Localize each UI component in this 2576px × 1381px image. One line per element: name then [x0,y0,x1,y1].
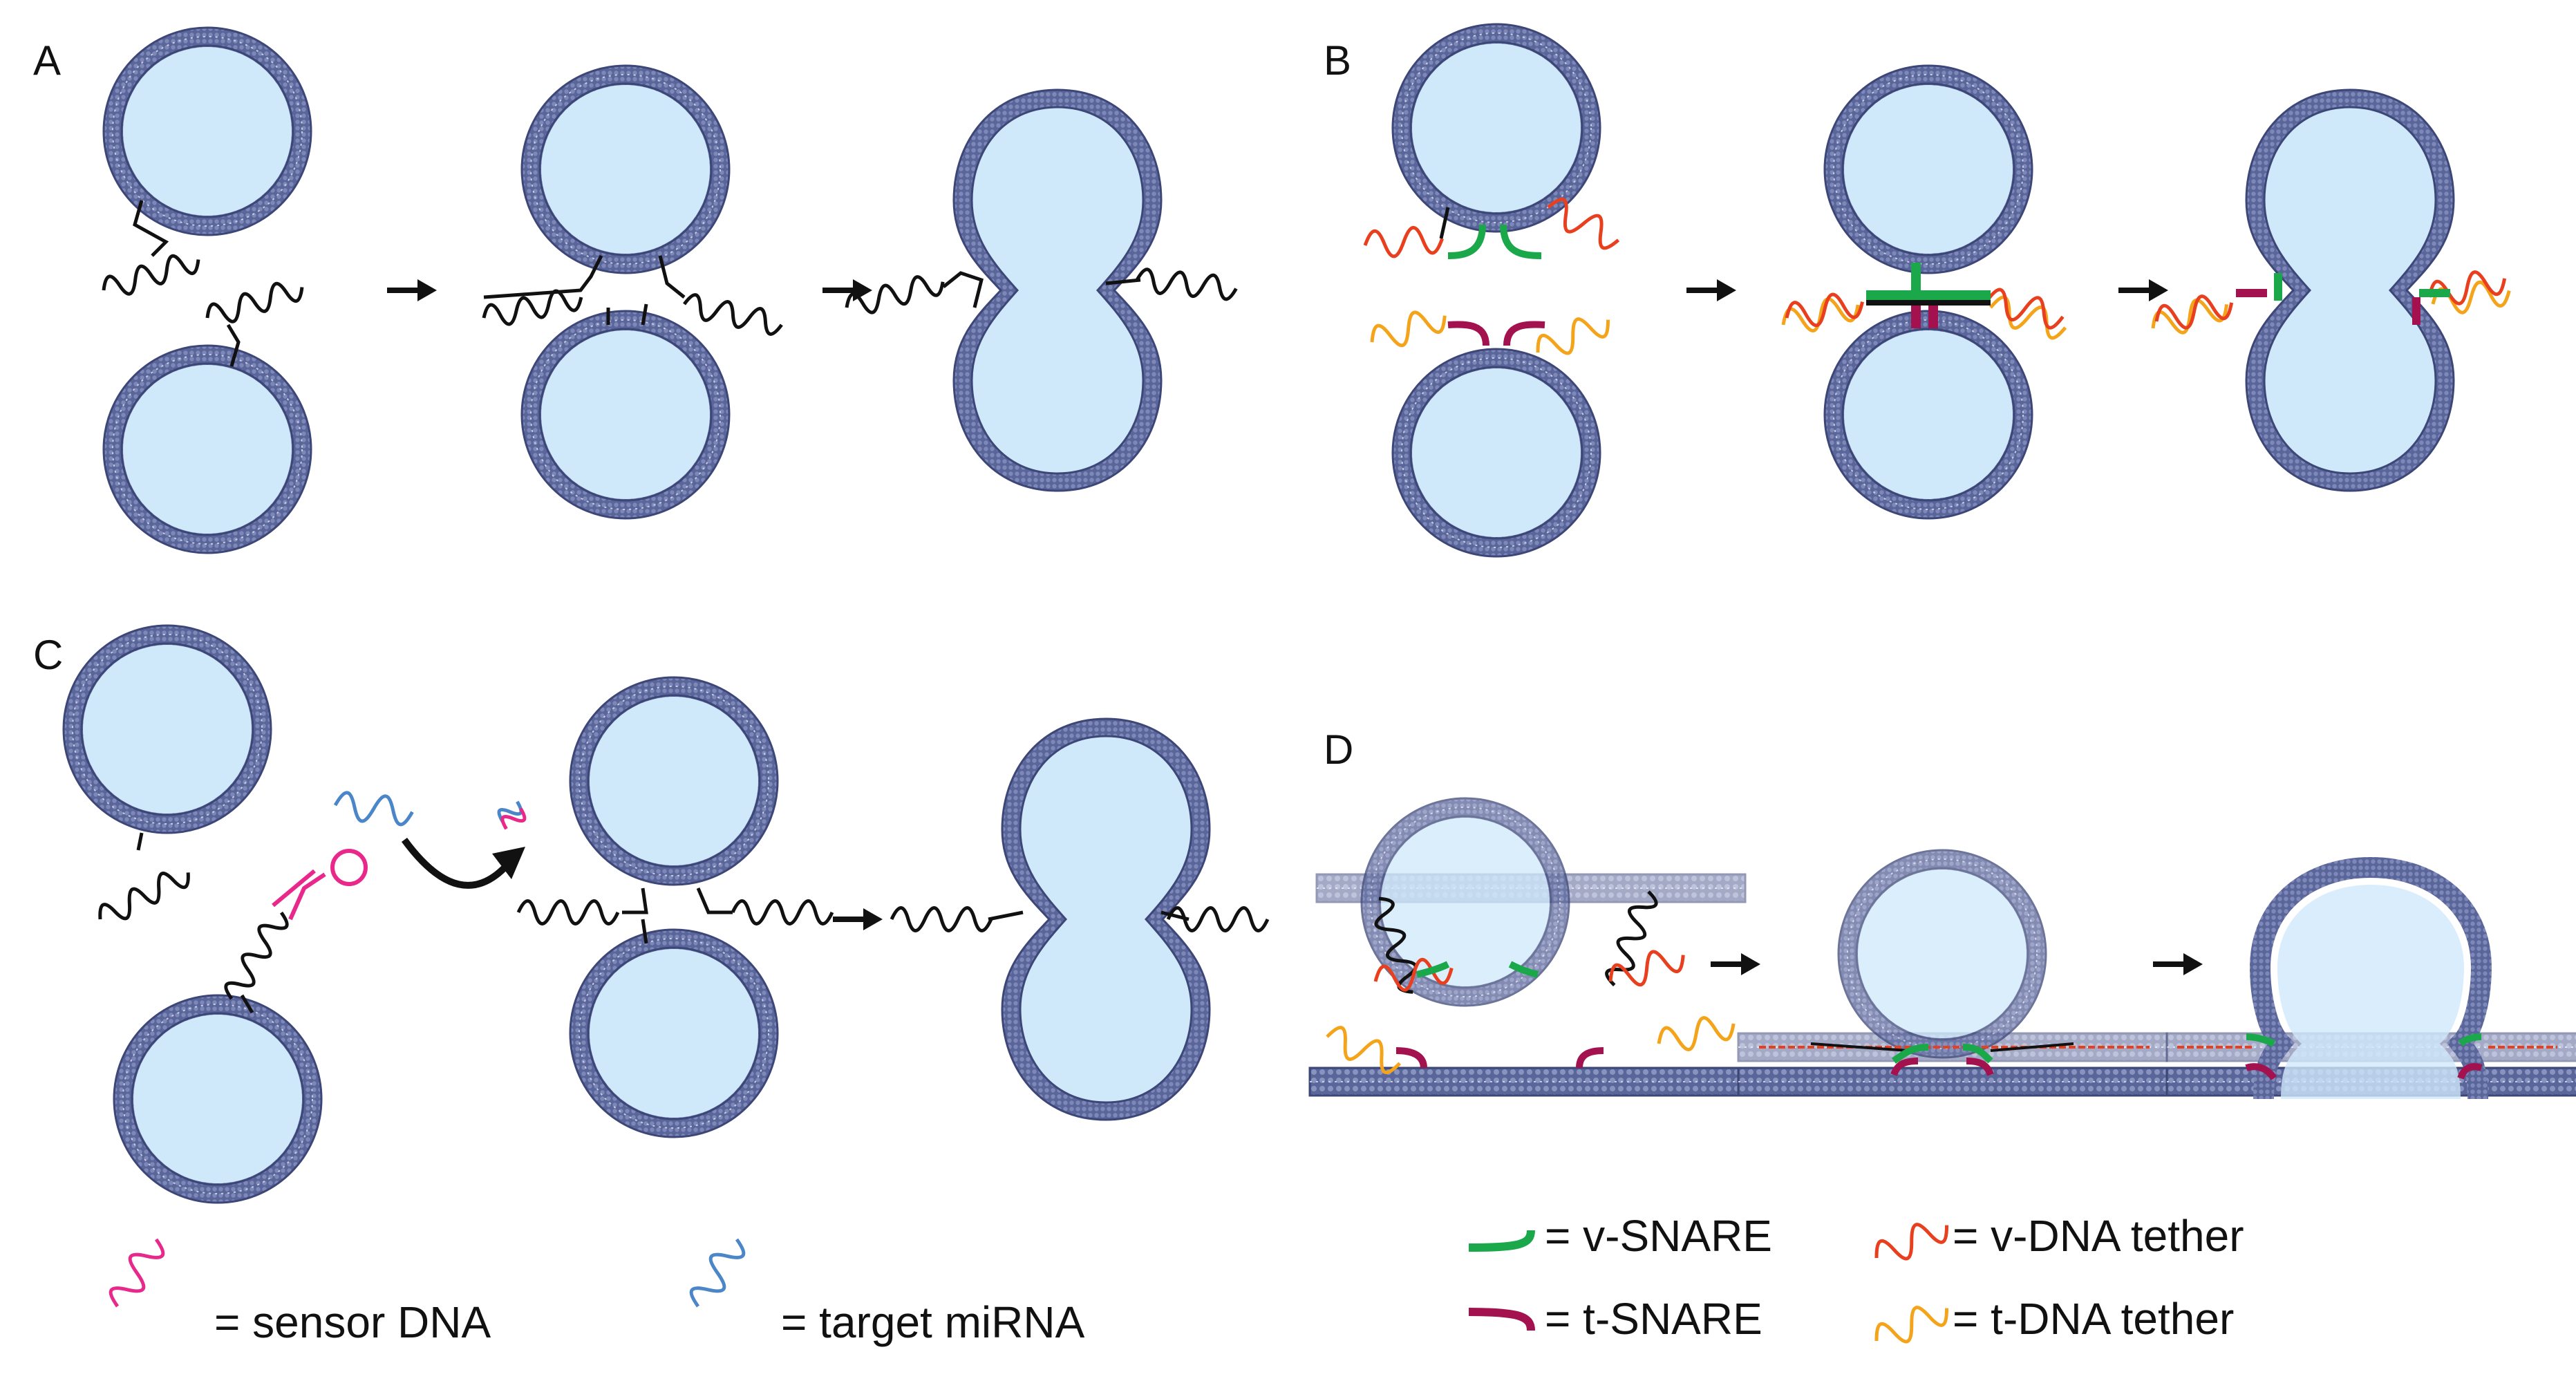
panel-a-label: A [33,37,61,84]
tether-complex-b [1780,263,2069,341]
vesicle-c1 [62,624,272,834]
vesicle-c4 [569,928,779,1138]
panel-c: C [33,624,1268,1347]
arrow-d2 [2153,953,2203,975]
panel-b: B [1324,23,2512,558]
vesicle-b2 [1391,348,1601,558]
vesicle-a2 [102,344,312,554]
vesicle-b4 [1823,310,2033,520]
arrow-d1 [1711,953,1760,975]
legend-sensor-dna: = sensor DNA [106,1232,491,1347]
fused-vesicle-a [952,88,1163,492]
arrow-a1 [387,279,437,301]
legend-v-snare: = v-SNARE [1468,1211,1772,1261]
t-snare-b1 [1447,321,1545,346]
vesicle-a3 [520,64,731,274]
dna-tether-a1 [100,200,202,301]
tethers-d3 [2177,1033,2557,1081]
legend-v-snare-label: = v-SNARE [1545,1211,1772,1261]
sensor-hairpin-c [222,849,368,1014]
legend-sensor-dna-label: = sensor DNA [214,1297,491,1347]
tethers-d2 [1759,1042,2150,1076]
panel-a: A [33,26,1237,554]
vesicle-c3 [569,676,779,886]
vesicle-a1 [102,26,312,236]
lower-bilayer-d2 [1737,1067,2168,1097]
panel-d: D [1308,726,2576,1353]
v-snare-b1 [1447,224,1542,259]
vesicle-b3 [1823,64,2033,274]
tethers-d1 [1322,887,1737,1075]
dna-tether-a2 [204,276,305,367]
dna-duplex-a-fused [844,269,1237,319]
v-dna-tether-b1 [1364,195,1624,259]
fused-vesicle-c [1001,717,1211,1121]
legend-target-mirna: = target miRNA [686,1232,1085,1347]
legend-t-dna-tether: = t-DNA tether [1871,1294,2234,1353]
dna-tether-c1 [95,832,194,930]
legend-target-mirna-label: = target miRNA [781,1297,1085,1347]
legend-t-snare: = t-SNARE [1468,1294,1762,1344]
legend-v-dna-tether: = v-DNA tether [1871,1211,2244,1270]
arrow-c1 [833,908,883,930]
arrow-b1 [1686,279,1736,301]
target-mirna-c [334,792,413,826]
arrow-b2 [2118,279,2168,301]
tether-complex-b-fused [2149,265,2512,341]
panel-b-label: B [1324,37,1351,84]
fused-vesicle-d3 [2249,856,2492,1100]
curved-arrow-c [401,838,525,889]
vesicle-a4 [520,310,731,520]
lower-bilayer-d1 [1308,1067,1740,1097]
legend-v-dna-tether-label: = v-DNA tether [1953,1211,2244,1261]
dna-duplex-a-left [482,254,610,329]
vesicle-d2 [1837,849,2047,1059]
panel-d-label: D [1324,726,1353,773]
dna-duplex-c [518,887,832,944]
dna-duplex-c-fused [892,908,1268,931]
legend-t-dna-tether-label: = t-DNA tether [1953,1294,2234,1344]
vesicle-c2 [113,994,323,1204]
legend-t-snare-label: = t-SNARE [1545,1294,1762,1344]
dna-duplex-a-right [641,255,784,336]
arrow-a2 [822,279,872,301]
panel-c-label: C [33,632,63,678]
mirna-sensor-duplex-c [497,800,527,830]
vesicle-b1 [1391,23,1601,233]
